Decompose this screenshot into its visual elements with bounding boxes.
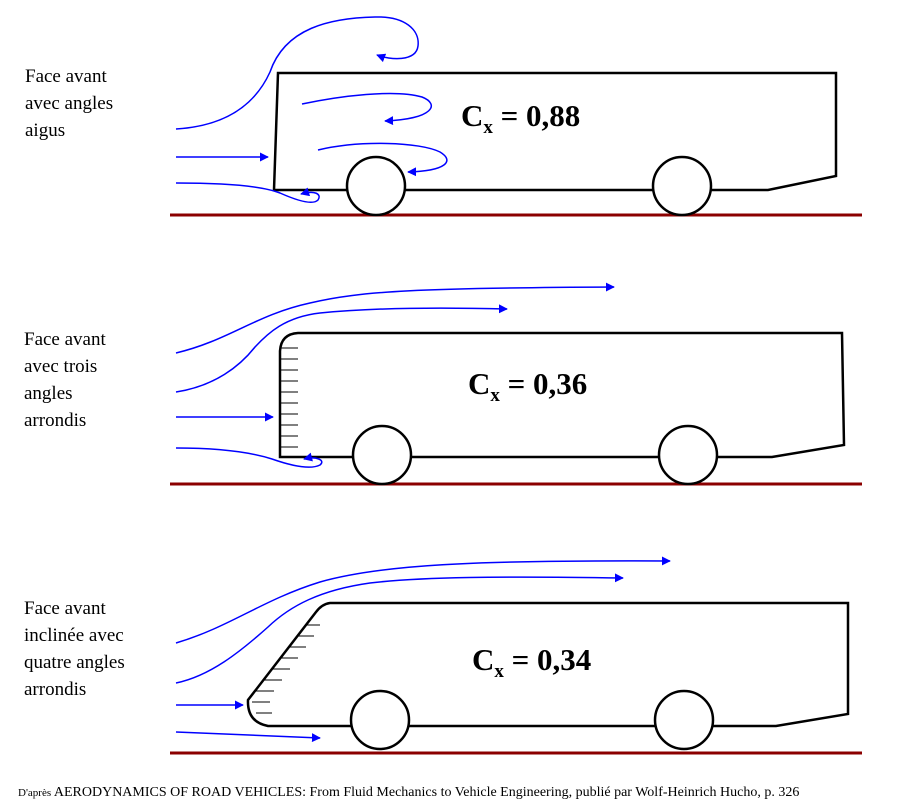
front-face-hatching — [252, 624, 320, 714]
airflow-streamlines — [175, 556, 671, 743]
rear-wheel — [657, 424, 719, 486]
bus-body — [272, 71, 838, 192]
panel-1-label: Face avant avec angles aigus — [25, 66, 114, 141]
streamline — [175, 304, 508, 393]
rear-wheel — [651, 155, 713, 217]
airflow-streamlines — [175, 282, 615, 468]
rear-wheel — [653, 689, 715, 751]
panel-3-label: Face avant inclinée avec quatre angles a… — [24, 598, 125, 700]
panel-sharp-edges — [170, 16, 862, 217]
bus-body — [278, 331, 846, 459]
front-wheel — [345, 155, 407, 217]
drag-coefficient-panel-1: Cx = 0,88 — [461, 98, 581, 138]
front-wheel — [349, 689, 411, 751]
source-caption: D'après AERODYNAMICS OF ROAD VEHICLES: F… — [18, 785, 800, 800]
streamline — [175, 731, 321, 743]
streamline — [175, 573, 624, 684]
streamline — [175, 556, 671, 644]
streamline — [175, 282, 615, 354]
streamline — [301, 92, 432, 126]
front-wheel — [351, 424, 413, 486]
panel-2-label: Face avant avec trois angles arrondis — [24, 329, 106, 431]
drag-coefficient-panel-3: Cx = 0,34 — [472, 642, 592, 682]
bus-body — [246, 601, 850, 728]
streamline — [317, 142, 448, 177]
streamline — [175, 182, 320, 203]
airflow-streamlines — [175, 16, 448, 203]
front-face-hatching — [281, 347, 298, 448]
panel-three-rounded — [170, 282, 862, 486]
drag-coefficient-panel-2: Cx = 0,36 — [468, 366, 588, 406]
panel-inclined-rounded — [170, 556, 862, 755]
streamline — [175, 16, 419, 130]
streamline — [175, 447, 323, 468]
